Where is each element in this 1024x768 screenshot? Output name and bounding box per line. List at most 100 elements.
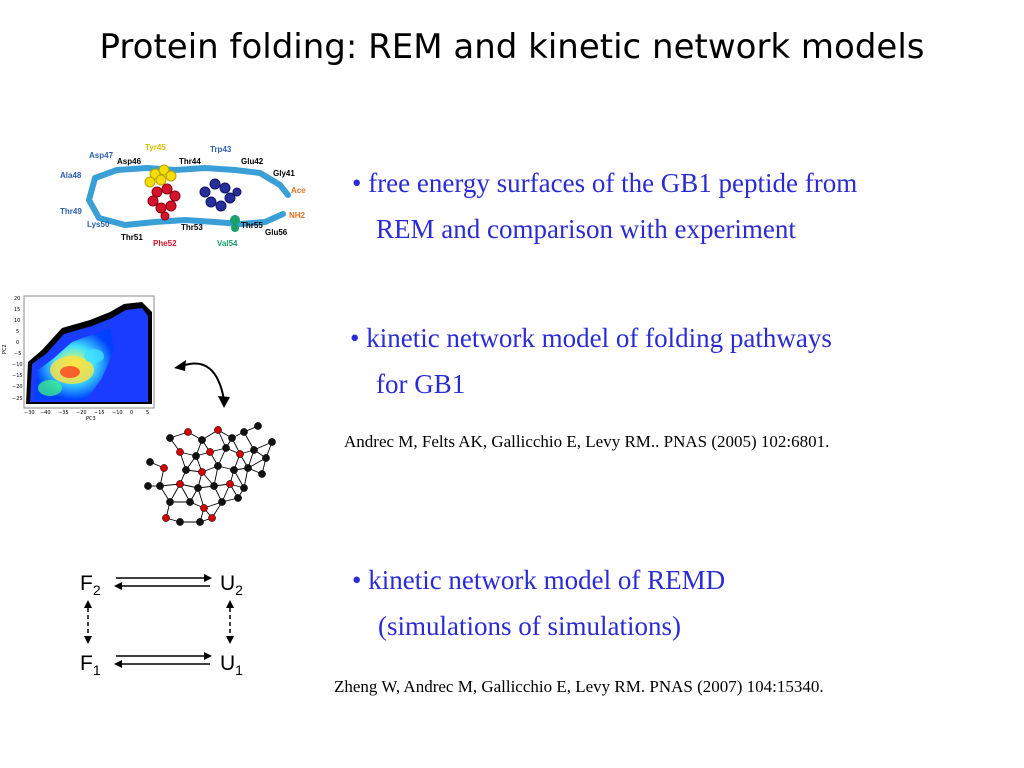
ytick: −10 (12, 362, 23, 368)
xtick: −40 (40, 410, 51, 416)
network-node (192, 452, 200, 460)
network-node (176, 518, 184, 526)
slide-title: Protein folding: REM and kinetic network… (99, 27, 925, 67)
network-node (226, 480, 234, 488)
reference-zheng-2007: Zheng W, Andrec M, Gallicchio E, Levy RM… (334, 677, 824, 696)
ytick: −25 (12, 396, 23, 402)
network-node (194, 484, 202, 492)
xtick: −15 (94, 410, 105, 416)
state-f2: F2 (80, 572, 101, 598)
network-node (176, 480, 184, 488)
network-node (214, 426, 222, 434)
label-thr49: Thr49 (60, 207, 82, 216)
kinetic-scheme-arrows (84, 574, 234, 668)
xtick: 0 (130, 410, 133, 416)
xtick: 5 (146, 410, 149, 416)
ytick: 0 (16, 340, 19, 346)
network-node (184, 428, 192, 436)
network-node (206, 448, 214, 456)
state-subscript: 1 (235, 662, 243, 679)
xtick: −10 (112, 410, 123, 416)
network-node (166, 498, 174, 506)
bullet-line: for GB1 (376, 369, 466, 399)
label-gly41: Gly41 (273, 169, 295, 178)
network-node (244, 464, 252, 472)
xtick: −20 (76, 410, 87, 416)
network-node (210, 482, 218, 490)
network-node (258, 470, 266, 478)
network-node (200, 504, 208, 512)
bullet-line: (simulations of simulations) (378, 611, 681, 641)
label-thr53: Thr53 (181, 223, 203, 232)
label-tyr45: Tyr45 (145, 143, 166, 152)
ytick: 10 (14, 318, 20, 324)
ytick: 5 (16, 329, 19, 335)
network-node (162, 514, 170, 522)
network-node (186, 498, 194, 506)
network-node (182, 466, 190, 474)
xtick: −35 (58, 410, 69, 416)
plot-xlabel: PC3 (86, 416, 96, 422)
xtick: −30 (24, 410, 35, 416)
ytick: 20 (14, 296, 20, 302)
network-node (240, 484, 248, 492)
network-node (176, 448, 184, 456)
plot-ylabel: PC2 (2, 344, 8, 354)
ytick: −15 (12, 373, 23, 379)
label-lys50: Lys50 (87, 220, 110, 229)
ytick: 15 (14, 307, 20, 313)
network-node (218, 498, 226, 506)
network-node (214, 462, 222, 470)
network-node (254, 422, 262, 430)
ytick: −20 (12, 384, 23, 390)
bullet-line: REM and comparison with experiment (376, 214, 796, 244)
curved-arrow-icon (174, 360, 230, 408)
free-energy-surface-plot: PC2 PC3 20 15 10 5 0 −5 −10 −15 −20 −25 … (2, 295, 155, 422)
network-node (146, 458, 154, 466)
state-subscript: 2 (235, 582, 243, 599)
label-nh2: NH2 (289, 211, 306, 220)
network-node (250, 446, 258, 454)
reference-andrec-2005: Andrec M, Felts AK, Gallicchio E, Levy R… (344, 432, 830, 451)
label-ala48: Ala48 (60, 171, 82, 180)
state-symbol: U (220, 652, 236, 675)
network-node (240, 428, 248, 436)
network-node (196, 518, 204, 526)
label-asp47: Asp47 (89, 151, 114, 160)
label-ace: Ace (291, 186, 306, 195)
state-symbol: F (80, 652, 93, 675)
network-node (236, 450, 244, 458)
label-thr51: Thr51 (121, 233, 143, 242)
network-node (160, 464, 168, 472)
network-node (208, 514, 216, 522)
bullet-line: • free energy surfaces of the GB1 peptid… (352, 168, 858, 198)
label-glu56: Glu56 (265, 228, 288, 237)
label-thr55: Thr55 (241, 221, 263, 230)
bullet-line: • kinetic network model of folding pathw… (350, 323, 832, 353)
network-node (234, 494, 242, 502)
network-node (198, 468, 206, 476)
network-node (222, 444, 230, 452)
network-node (156, 482, 164, 490)
bullet-free-energy: • free energy surfaces of the GB1 peptid… (352, 160, 1012, 252)
label-asp46: Asp46 (117, 157, 142, 166)
network-node (230, 466, 238, 474)
protein-structure-image: Tyr45 Trp43 Asp47 Asp46 Thr44 Glu42 Gly4… (60, 143, 306, 248)
ytick: −5 (14, 351, 21, 357)
network-node (198, 436, 206, 444)
label-trp43: Trp43 (210, 145, 232, 154)
network-node (166, 434, 174, 442)
state-subscript: 2 (92, 582, 101, 599)
state-subscript: 1 (92, 662, 101, 679)
label-phe52: Phe52 (153, 239, 177, 248)
state-u2: U2 (220, 572, 243, 598)
label-thr44: Thr44 (179, 157, 201, 166)
kinetic-network-graph (144, 422, 276, 526)
network-node (268, 438, 276, 446)
state-u1: U1 (220, 652, 243, 678)
bullet-kinetic-network-folding: • kinetic network model of folding pathw… (350, 315, 1010, 407)
label-glu42: Glu42 (241, 157, 264, 166)
network-node (262, 454, 270, 462)
network-node (144, 482, 152, 490)
state-symbol: U (220, 572, 236, 595)
